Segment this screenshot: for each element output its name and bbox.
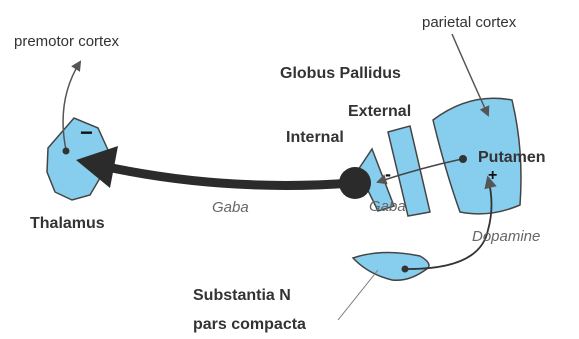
substantia-node [402,266,409,273]
label-dopamine: Dopamine [472,228,540,245]
label-gaba-small: Gaba [369,198,406,215]
label-premotor-cortex: premotor cortex [14,33,120,50]
internal-minus-sign: - [385,164,391,184]
label-internal: Internal [286,129,344,146]
putamen-plus-sign: + [488,167,497,184]
label-external: External [348,103,411,120]
internal-output-node [339,167,371,199]
label-globus-pallidus: Globus Pallidus [280,65,401,82]
label-substantia-line2: pars compacta [193,316,306,333]
substantia-nigra-shape [353,252,429,280]
label-gaba-main: Gaba [212,199,249,216]
putamen-node [459,155,467,163]
label-substantia-line1: Substantia N [193,287,291,304]
label-thalamus: Thalamus [30,215,105,232]
thalamus-minus-sign: − [80,120,93,145]
substantia-leader-line [338,270,378,320]
thalamus-node [63,148,70,155]
label-putamen: Putamen [478,149,546,166]
label-parietal-cortex: parietal cortex [422,14,517,31]
gaba-thick-arrow-shaft [112,168,352,185]
